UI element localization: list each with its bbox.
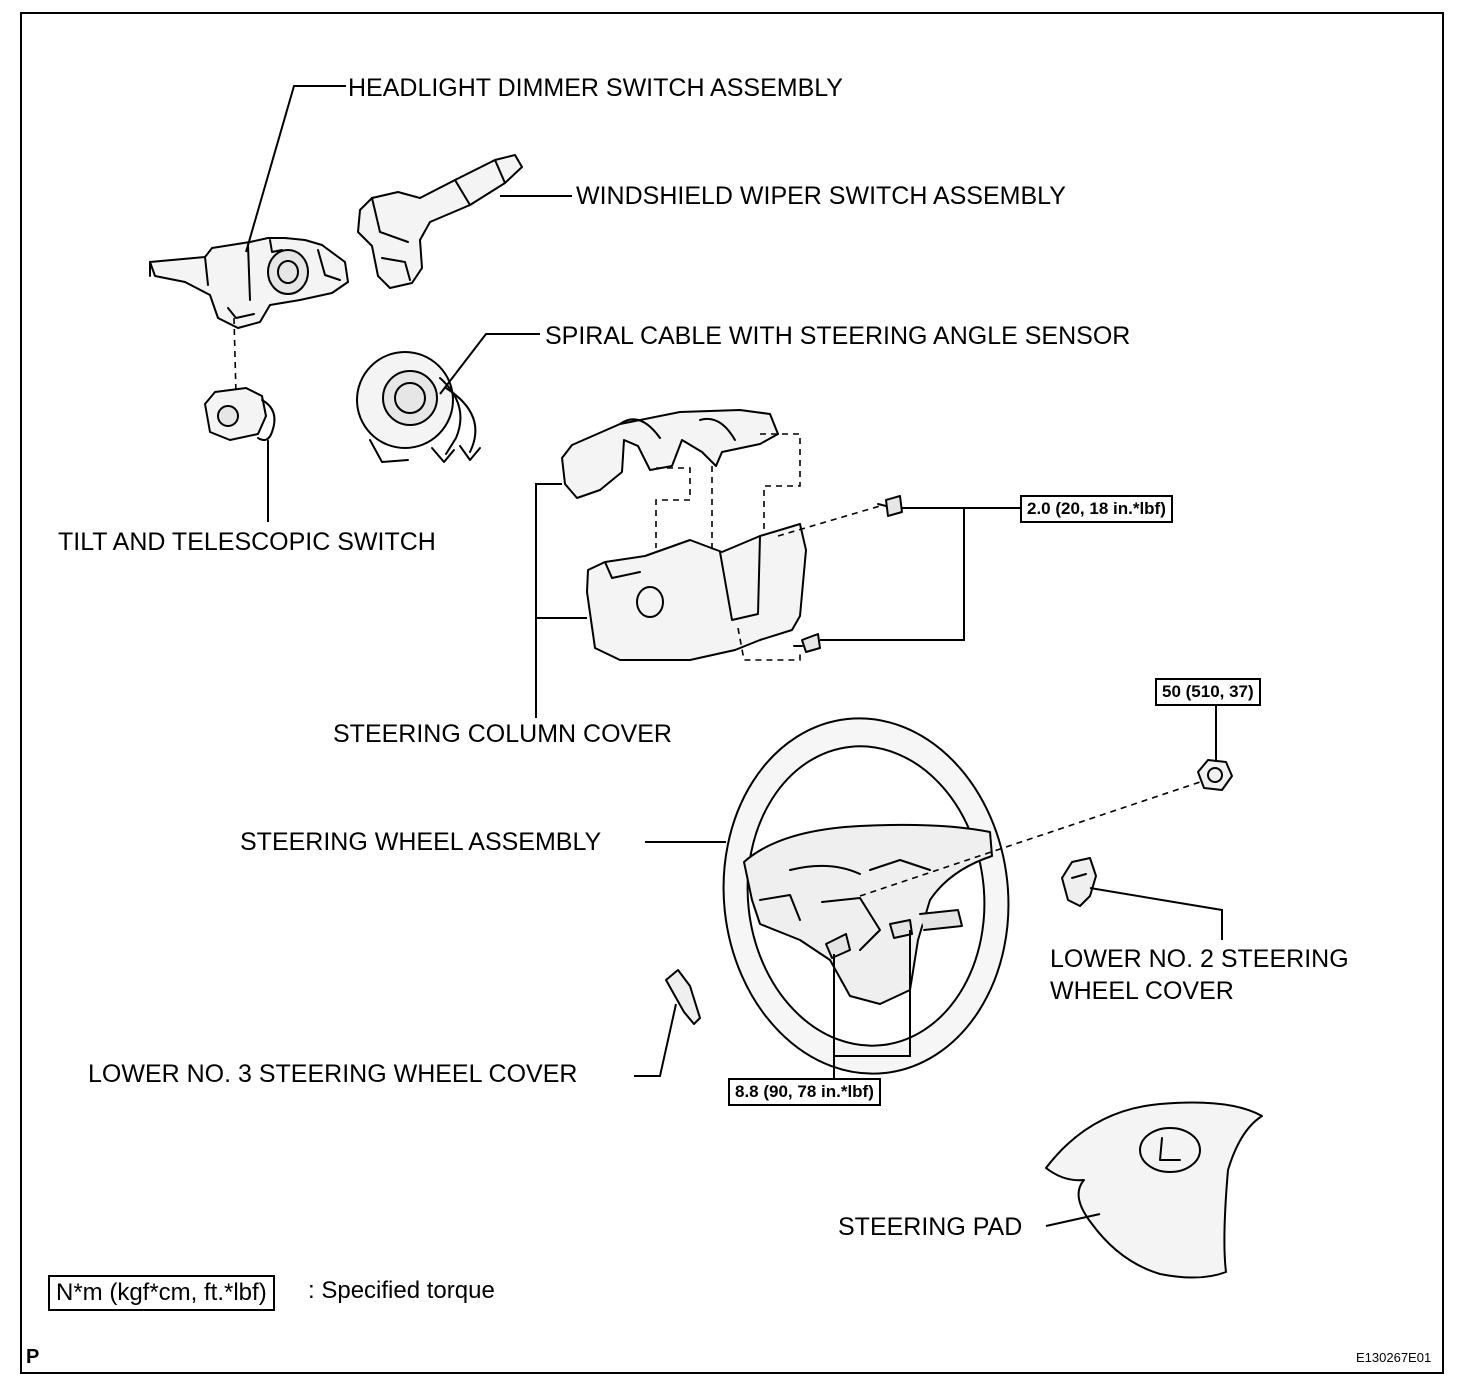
dashed-assembly-lines [233, 317, 1201, 897]
torque-lower-cover-screws: 8.8 (90, 78 in.*lbf) [728, 1078, 881, 1106]
torque-column-cover-screws: 2.0 (20, 18 in.*lbf) [1020, 495, 1173, 523]
windshield-wiper-switch-part [357, 154, 523, 289]
spiral-cable-part [356, 351, 481, 463]
tilt-telescopic-switch-part [204, 387, 276, 441]
legend-unit-box: N*m (kgf*cm, ft.*lbf) [48, 1275, 275, 1311]
label-steering-wheel-assembly: STEERING WHEEL ASSEMBLY [240, 828, 602, 856]
headlight-dimmer-switch-part [149, 237, 349, 329]
label-lower-no3-cover: LOWER NO. 3 STEERING WHEEL COVER [88, 1060, 578, 1088]
legend-description: : Specified torque [308, 1277, 495, 1304]
lower-no3-cover-part [665, 969, 701, 1025]
label-steering-pad: STEERING PAD [838, 1213, 1023, 1241]
label-spiral-cable: SPIRAL CABLE WITH STEERING ANGLE SENSOR [545, 322, 1131, 350]
label-steering-column-cover: STEERING COLUMN COVER [333, 720, 672, 748]
column-cover-screws-part [793, 495, 903, 653]
leader-lines [245, 85, 1223, 1227]
label-lower-no2-cover: LOWER NO. 2 STEERING WHEEL COVER [1050, 945, 1349, 1005]
label-tilt-telescopic-switch: TILT AND TELESCOPIC SWITCH [58, 528, 436, 556]
label-headlight-dimmer-switch: HEADLIGHT DIMMER SWITCH ASSEMBLY [348, 74, 843, 102]
steering-column-cover-lower-part [586, 523, 807, 661]
torque-steering-wheel-nut: 50 (510, 37) [1155, 678, 1261, 706]
steering-wheel-part [722, 717, 1010, 1075]
steering-column-cover-upper-part [561, 409, 779, 499]
label-windshield-wiper-switch: WINDSHIELD WIPER SWITCH ASSEMBLY [576, 182, 1066, 210]
figure-id: E130267E01 [1356, 1350, 1432, 1365]
section-mark: P [26, 1346, 40, 1368]
steering-wheel-nut-part [1197, 759, 1233, 791]
lower-no2-cover-part [1061, 857, 1097, 907]
steering-pad-part [1045, 1101, 1263, 1279]
